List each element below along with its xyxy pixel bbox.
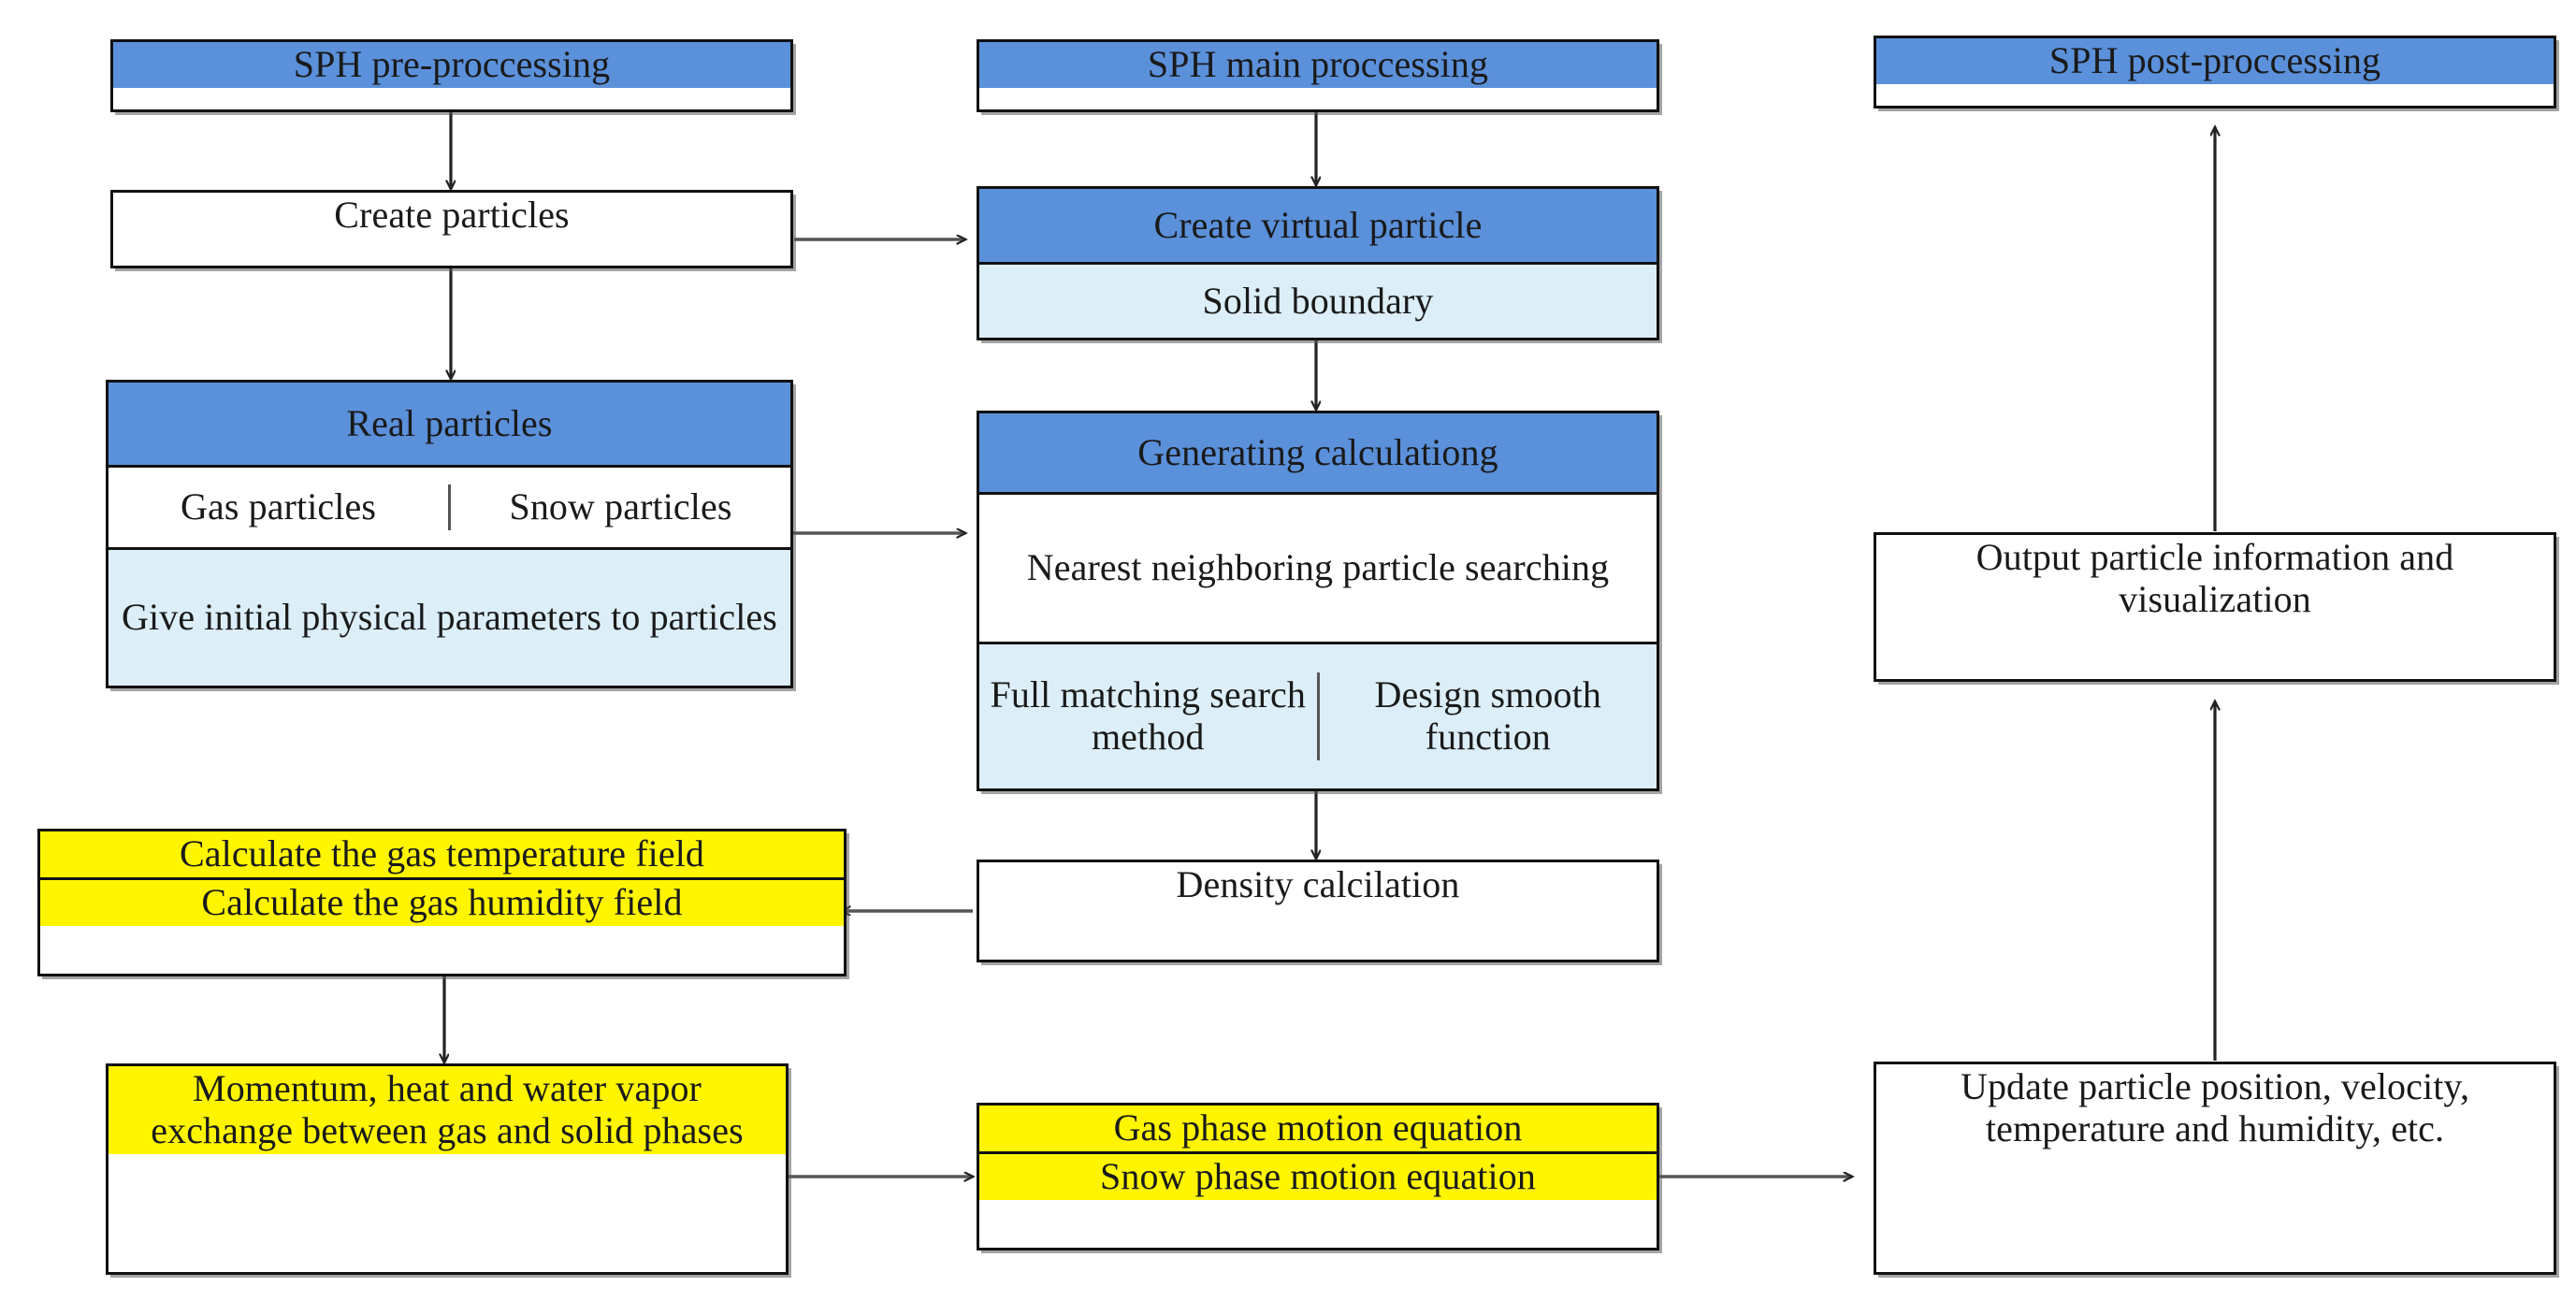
calculate-gas-temperature-field-label: Calculate the gas temperature field: [40, 831, 844, 877]
generating-calculating-header: Generating calculationg: [979, 413, 1657, 492]
snow-particles-cell[interactable]: Snow particles: [448, 484, 790, 530]
snow-phase-motion-equation-label: Snow phase motion equation: [979, 1150, 1657, 1200]
design-smooth-function-cell[interactable]: Design smooth function: [1316, 672, 1657, 760]
node-density-calculation[interactable]: Density calcilation: [977, 860, 1659, 962]
update-particle-label: Update particle position, velocity, temp…: [1876, 1064, 2554, 1152]
gas-phase-motion-equation-label: Gas phase motion equation: [979, 1106, 1657, 1151]
real-particles-header: Real particles: [109, 383, 790, 465]
nearest-neighbor-search-label: Nearest neighboring particle searching: [979, 492, 1657, 642]
create-particles-label: Create particles: [113, 193, 790, 239]
node-real-particles-group[interactable]: Real particles Gas particles Snow partic…: [106, 380, 793, 688]
node-create-virtual-particle-group[interactable]: Create virtual particle Solid boundary: [977, 186, 1659, 340]
sph-post-processing-label: SPH post-proccessing: [1876, 38, 2554, 84]
particle-types-row: Gas particles Snow particles: [109, 465, 790, 547]
node-update-particle-state[interactable]: Update particle position, velocity, temp…: [1874, 1062, 2556, 1275]
node-motion-equations-group[interactable]: Gas phase motion equation Snow phase mot…: [977, 1103, 1659, 1250]
solid-boundary-label: Solid boundary: [979, 262, 1657, 338]
sph-pre-processing-label: SPH pre-proccessing: [113, 42, 790, 88]
output-visualization-label: Output particle information and visualiz…: [1876, 535, 2554, 623]
node-sph-pre-processing[interactable]: SPH pre-proccessing: [110, 39, 793, 112]
node-generating-calculating-group[interactable]: Generating calculationg Nearest neighbor…: [977, 411, 1659, 791]
gas-particles-cell[interactable]: Gas particles: [109, 484, 448, 530]
node-gas-field-calculations[interactable]: Calculate the gas temperature field Calc…: [37, 829, 847, 976]
momentum-exchange-label: Momentum, heat and water vapor exchange …: [109, 1066, 786, 1154]
calculate-gas-humidity-field-label: Calculate the gas humidity field: [40, 876, 844, 926]
give-initial-parameters-label: Give initial physical parameters to part…: [109, 547, 790, 686]
node-sph-post-processing[interactable]: SPH post-proccessing: [1874, 36, 2556, 108]
node-momentum-heat-water-vapor-exchange[interactable]: Momentum, heat and water vapor exchange …: [106, 1063, 789, 1275]
create-virtual-particle-header: Create virtual particle: [979, 189, 1657, 262]
density-calculation-label: Density calcilation: [979, 862, 1657, 908]
node-create-particles[interactable]: Create particles: [110, 190, 793, 268]
search-methods-row: Full matching search method Design smoot…: [979, 642, 1657, 788]
node-sph-main-processing[interactable]: SPH main proccessing: [977, 39, 1659, 112]
sph-main-processing-label: SPH main proccessing: [979, 42, 1657, 88]
node-output-particle-information[interactable]: Output particle information and visualiz…: [1874, 532, 2556, 682]
full-matching-search-method-cell[interactable]: Full matching search method: [979, 672, 1317, 760]
